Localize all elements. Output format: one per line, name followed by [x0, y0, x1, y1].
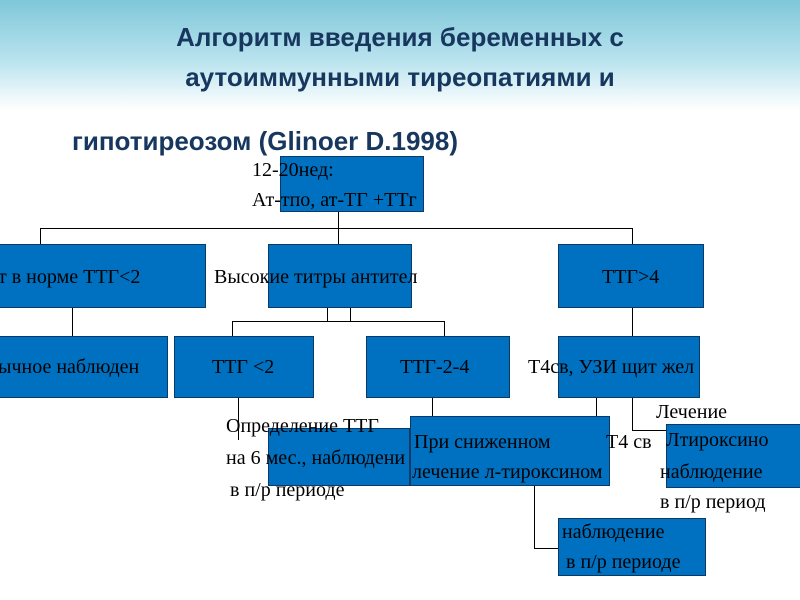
connector-to-right — [632, 228, 633, 244]
connector-tsh-mid-down — [432, 398, 433, 416]
node-right-box — [558, 244, 704, 308]
reduced-label-2: Т4 св — [606, 431, 652, 453]
node-observation-box — [0, 336, 168, 398]
connector-middle-bus — [232, 321, 444, 322]
left-label: т в норме ТТГ<2 — [0, 266, 141, 288]
connector-to-left — [40, 228, 41, 244]
connector-reduced-down — [534, 486, 535, 548]
node-treatment-box — [666, 424, 800, 488]
title-line-3: гипотиреозом (Glinoer D.1998) — [72, 126, 459, 156]
node-followup-box — [558, 518, 706, 576]
connector-to-middle — [338, 228, 339, 244]
title-line-2: аутоиммунными тиреопатиями и — [185, 62, 615, 92]
determine-label-1: Определение ТТГ — [226, 415, 379, 437]
reduced-label-1: При сниженном — [414, 431, 551, 453]
tsh-low-label: ТТГ <2 — [212, 356, 275, 378]
treatment-label-3: наблюдение — [660, 461, 763, 483]
connector-t4-down-a — [596, 398, 597, 420]
node-tsh-mid-box — [366, 336, 510, 398]
followup-label-2: в п/р периоде — [566, 551, 681, 573]
reduced-label-3: лечение л-тироксином — [412, 461, 603, 483]
node-left-box — [0, 244, 206, 308]
followup-label-1: наблюдение — [562, 521, 665, 543]
node-root-box — [280, 156, 424, 212]
connector-left-down — [72, 308, 73, 336]
title-line-1: Алгоритм введения беременных с — [176, 22, 624, 52]
treatment-label-4: в п/р период — [660, 491, 766, 513]
connector-t4-down-b — [632, 398, 633, 430]
t4-label: Т4св, УЗИ щит жел — [528, 356, 695, 378]
middle-label: Высокие титры антител — [214, 266, 418, 288]
connector-root-down — [338, 212, 339, 229]
treatment-label-2: Лтироксино — [666, 429, 769, 451]
node-tsh-low-box — [174, 336, 314, 398]
right-label: ТТГ>4 — [602, 266, 660, 288]
connector-top-bus — [40, 228, 632, 229]
connector-middle-down-a — [327, 308, 328, 321]
observation-label: ычное наблюден — [0, 356, 140, 378]
connector-right-down — [632, 308, 633, 336]
connector-tsh-low-down — [238, 398, 239, 440]
node-reduced-box — [410, 416, 610, 486]
node-determine-box — [268, 428, 410, 486]
root-label-2: Ат-тпо, ат-ТГ +ТТг — [252, 189, 417, 211]
connector-middle-down-b — [350, 308, 351, 321]
node-middle-box — [268, 244, 412, 308]
connector-to-tsh-mid — [444, 321, 445, 336]
determine-label-2: на 6 мес., наблюдени — [226, 447, 406, 469]
tsh-mid-label: ТТГ-2-4 — [400, 356, 470, 378]
node-t4-box — [558, 336, 700, 398]
root-label-1: 12-20нед: — [252, 159, 334, 181]
header-background — [0, 0, 800, 110]
connector-to-followup — [534, 548, 560, 549]
determine-label-3: в п/р периоде — [230, 479, 345, 501]
connector-to-treatment — [632, 430, 666, 431]
treatment-label-1: Лечение — [656, 401, 728, 423]
connector-to-tsh-low — [232, 321, 233, 336]
